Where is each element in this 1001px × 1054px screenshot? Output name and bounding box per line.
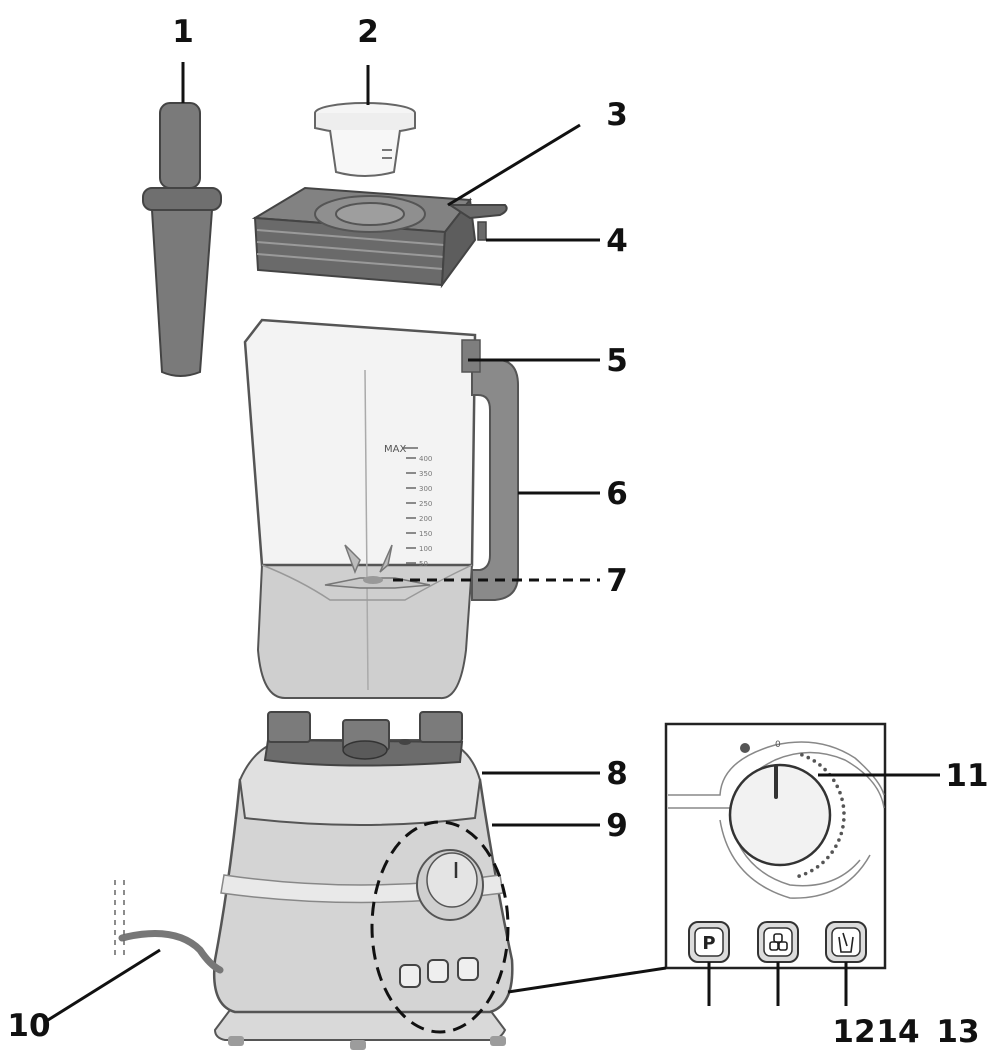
base-buttons (399, 957, 479, 988)
tamper (142, 102, 222, 377)
callout-13: 13 (936, 1014, 979, 1050)
callout-12: 12 (832, 1014, 875, 1050)
off-marker (740, 743, 750, 753)
speed-dot (840, 797, 844, 802)
motor-base (213, 711, 514, 1050)
volume-scale: 400 350 300 250 200 150 100 50 (406, 455, 432, 568)
max-label: MAX (384, 444, 406, 455)
speed-dot (839, 831, 844, 836)
speed-dot (841, 824, 845, 829)
scale-value: 250 (419, 500, 432, 508)
callout-5: 5 (606, 343, 628, 379)
jug: MAX 400 350 300 250 200 150 100 50 (243, 318, 519, 700)
speed-dot (835, 784, 840, 789)
smoothie-button (825, 921, 867, 963)
jug-handle (461, 339, 519, 601)
lid (251, 186, 508, 289)
scale-value: 350 (419, 470, 432, 478)
callout-6: 6 (606, 476, 628, 512)
scale-value: 400 (419, 455, 432, 463)
speed-dot (837, 838, 841, 842)
speed-dot (842, 818, 846, 822)
speed-dot (815, 864, 820, 869)
callout-11: 11 (945, 758, 988, 794)
pulse-button: P (688, 921, 730, 963)
callout-9: 9 (606, 808, 628, 844)
speed-dot (821, 860, 825, 865)
speed-dot (831, 778, 836, 783)
speed-dot (818, 763, 822, 767)
callout-2: 2 (357, 14, 379, 50)
speed-dot (826, 855, 830, 860)
speed-dot (797, 874, 801, 878)
speed-dot (812, 759, 817, 763)
scale-value: 50 (419, 560, 428, 568)
callout-4: 4 (606, 223, 628, 259)
ice-cubes-icon (769, 933, 788, 951)
ice-crush-button (757, 921, 799, 963)
callout-numbers: 1 2 3 4 5 6 7 8 9 10 11 12 14 13 (7, 14, 988, 1050)
controls-highlight (370, 820, 510, 1034)
speed-dot (838, 790, 842, 795)
callout-14: 14 (876, 1014, 919, 1050)
leader-lines (47, 62, 940, 1022)
callout-8: 8 (606, 756, 628, 792)
base-speed-dial (416, 849, 484, 921)
speed-dot (800, 753, 804, 757)
power-cord (114, 880, 224, 974)
pulse-symbol: P (702, 933, 715, 954)
callout-1: 1 (172, 14, 194, 50)
speed-dot (830, 850, 834, 854)
speed-dot (823, 767, 827, 772)
speed-dot (810, 868, 814, 873)
glass-straw-icon (838, 932, 854, 953)
speed-dot (803, 871, 808, 876)
speed-dot (841, 804, 846, 808)
blade-assembly (324, 544, 431, 589)
speed-dial (728, 763, 832, 867)
callout-10: 10 (7, 1008, 50, 1044)
scale-value: 300 (419, 485, 432, 493)
speed-dot (806, 755, 811, 760)
scale-value: 200 (419, 515, 432, 523)
measuring-cup (314, 102, 416, 177)
scale-value: 150 (419, 530, 432, 538)
speed-dot (842, 811, 846, 815)
callout-3: 3 (606, 97, 628, 133)
speed-dot (834, 844, 838, 849)
control-panel-inset: 0 P (664, 722, 887, 970)
callout-7: 7 (606, 563, 628, 599)
zero-marker: 0 (775, 740, 781, 750)
scale-value: 100 (419, 545, 432, 553)
